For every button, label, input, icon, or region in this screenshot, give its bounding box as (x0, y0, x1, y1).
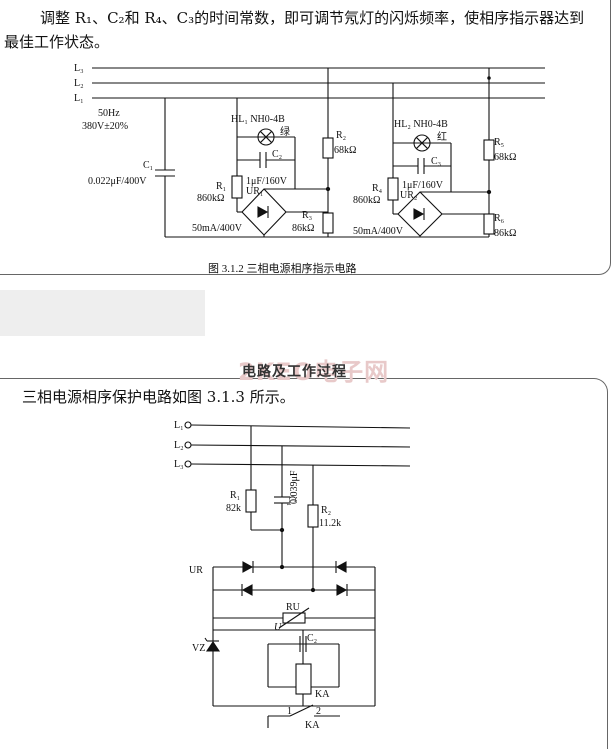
scan-gray-block (0, 290, 205, 336)
label-c2-value: 1μF/160V (246, 176, 288, 187)
intro-line-2: 最佳工作状态。 (4, 33, 110, 51)
label-r3-value: 86kΩ (292, 223, 314, 234)
label-r1-value: 82k (226, 503, 241, 514)
label-u: U (274, 622, 282, 633)
phase-indicator-circuit: L₃ L₂ L₁ 50Hz 380V±20% C₁ 0.022μF/400V H… (74, 63, 545, 275)
label-hl1-color: 绿 (280, 125, 290, 138)
label-ur: UR (189, 565, 203, 576)
label-c1-value: 0.039μF (289, 470, 300, 504)
label-r4-value: 860kΩ (353, 195, 380, 206)
label-bridge1: 50mA/400V (192, 223, 243, 234)
label-c3: C₃ (431, 156, 441, 167)
label-r5-value: 68kΩ (494, 152, 516, 163)
label-l3: L₃ (174, 459, 184, 470)
label-l2: L₂ (174, 440, 184, 451)
label-l2: L₂ (74, 78, 84, 89)
label-c1: C₁ (143, 160, 153, 171)
label-r1: R₁ (216, 181, 226, 192)
label-frequency: 50Hz (98, 108, 120, 119)
label-ka-contact: KA (305, 720, 320, 731)
label-r3: R₃ (302, 210, 312, 221)
label-r6-value: 86kΩ (494, 228, 516, 239)
label-c1: C₁ (286, 496, 297, 506)
label-l1: L₁ (74, 93, 84, 104)
label-c3-value: 1μF/160V (402, 180, 444, 191)
label-vz: VZ (192, 643, 205, 654)
label-r2-value: 68kΩ (334, 145, 356, 156)
label-r5: R₅ (494, 137, 504, 148)
section-frame (0, 378, 608, 749)
figure-caption: 图 3.1.2 三相电源相序指示电路 (208, 261, 357, 275)
label-contact-1: 1 (287, 706, 292, 717)
label-r1: R₁ (230, 490, 240, 501)
phase-protection-circuit: L₁ L₂ L₃ R₁ 82k C₁ 0.039μF R₂ 11.2k UR R… (174, 420, 411, 731)
label-l1: L₁ (174, 420, 184, 431)
label-contact-2: 2 (316, 706, 321, 717)
figure-frame-top (0, 0, 611, 275)
label-hl2: HL₂ NH0-4B (394, 119, 448, 130)
label-c2: C₂ (272, 149, 282, 160)
heading-watermark: 2KEO电子网 (238, 358, 390, 386)
label-ur1: UR₁ (246, 186, 263, 197)
label-ru: RU (286, 602, 301, 613)
label-bridge2: 50mA/400V (353, 226, 404, 237)
label-hl2-color: 红 (437, 130, 447, 143)
section-heading: 电路及工作过程 (242, 364, 347, 380)
label-r1-value: 860kΩ (197, 193, 224, 204)
label-c2: C₂ (307, 633, 317, 644)
label-hl1: HL₁ NH0-4B (231, 114, 285, 125)
intro-line-1: 调整 R₁、C₂和 R₄、C₃的时间常数，即可调节氖灯的闪烁频率，使相序指示器达… (40, 9, 585, 27)
label-voltage: 380V±20% (82, 121, 128, 132)
label-r2: R₂ (321, 505, 331, 516)
label-r2: R₂ (336, 130, 346, 141)
label-r6: R₆ (494, 213, 505, 224)
section-intro: 三相电源相序保护电路如图 3.1.3 所示。 (22, 388, 295, 406)
label-r2-value: 11.2k (319, 518, 341, 529)
label-c1-value: 0.022μF/400V (88, 176, 147, 187)
label-ka-coil: KA (315, 689, 330, 700)
label-l3: L₃ (74, 63, 84, 74)
label-r4: R₄ (372, 183, 383, 194)
label-ur2: UR₂ (400, 190, 417, 201)
